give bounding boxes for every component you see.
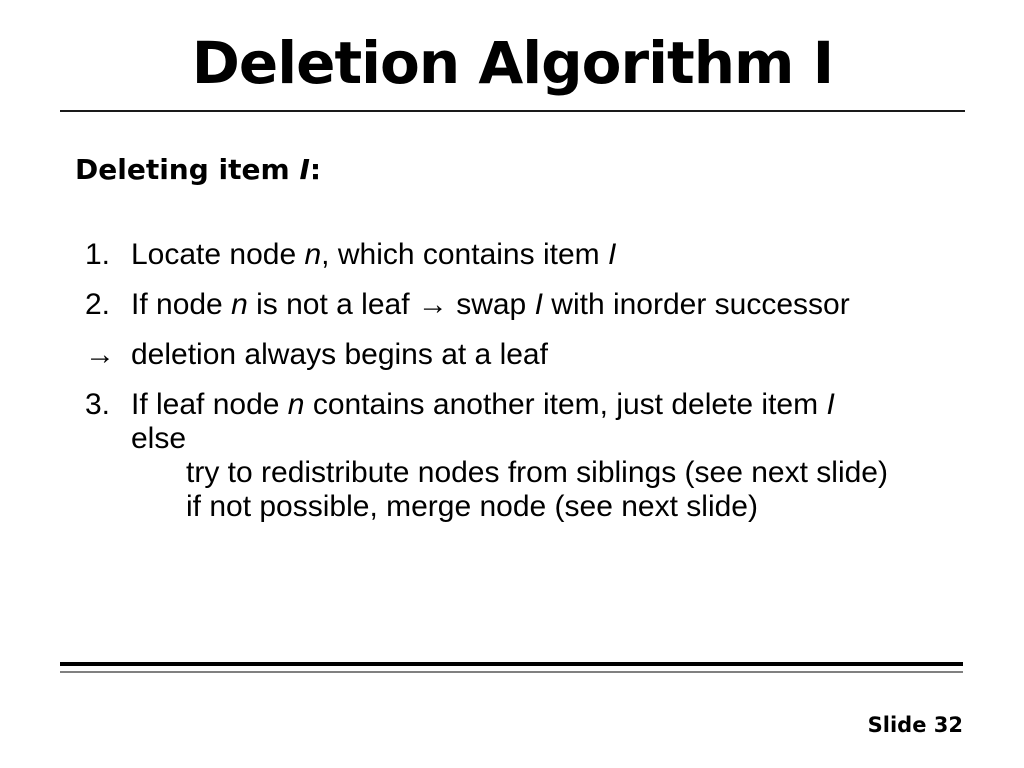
heading-text: Deleting item — [75, 153, 300, 186]
text-segment: , which contains item — [321, 238, 608, 271]
footer-divider-thick-line — [60, 662, 963, 666]
list-item-3-text: If leaf node n contains another item, ju… — [131, 388, 975, 524]
variable-i: I — [607, 238, 617, 271]
list-item-1-text: Locate node n, which contains item I — [131, 238, 975, 272]
text-segment: Locate node — [131, 238, 305, 271]
heading-colon: : — [309, 153, 322, 186]
list-item-note: → deletion always begins at a leaf — [85, 338, 975, 372]
text-segment: contains another item, just delete item — [304, 388, 827, 421]
variable-i: I — [826, 388, 835, 421]
variable-i: I — [534, 288, 543, 321]
list-item-1: 1. Locate node n, which contains item I — [85, 238, 975, 272]
list-item-note-text: deletion always begins at a leaf — [131, 338, 975, 372]
step3-subline-redistribute: try to redistribute nodes from siblings … — [186, 456, 888, 489]
list-item-2-text: If node n is not a leaf → swap I with in… — [131, 288, 975, 322]
slide-title: Deletion Algorithm I — [191, 29, 834, 97]
text-segment: If node — [131, 288, 232, 321]
text-segment: with inorder successor — [542, 288, 850, 321]
list-marker-1: 1. — [85, 238, 111, 271]
steps-list: 1. Locate node n, which contains item I … — [85, 238, 975, 540]
text-segment: is not a leaf — [247, 288, 418, 321]
footer-divider-thin-line — [60, 671, 963, 673]
list-item-2: 2. If node n is not a leaf → swap I with… — [85, 288, 975, 322]
text-segment: deletion always begins at a leaf — [131, 338, 548, 371]
variable-n: n — [231, 288, 248, 321]
step3-subline-merge: if not possible, merge node (see next sl… — [186, 490, 758, 523]
list-marker-3: 3. — [85, 388, 111, 421]
list-marker-2: 2. — [85, 288, 111, 321]
right-arrow-icon: → — [417, 288, 448, 321]
section-heading: Deleting item I: — [75, 152, 321, 188]
variable-n: n — [287, 388, 305, 421]
text-segment: swap — [447, 288, 535, 321]
list-item-3: 3. If leaf node n contains another item,… — [85, 388, 975, 524]
else-keyword: else — [131, 422, 187, 455]
slide-number-label: Slide 32 — [867, 713, 963, 737]
footer: Slide 32 — [60, 712, 963, 738]
text-segment: If leaf node — [131, 388, 288, 421]
title-divider-line — [60, 110, 965, 112]
heading-item-variable: I — [299, 153, 310, 186]
right-arrow-icon: → — [85, 338, 115, 371]
variable-n: n — [304, 238, 322, 271]
